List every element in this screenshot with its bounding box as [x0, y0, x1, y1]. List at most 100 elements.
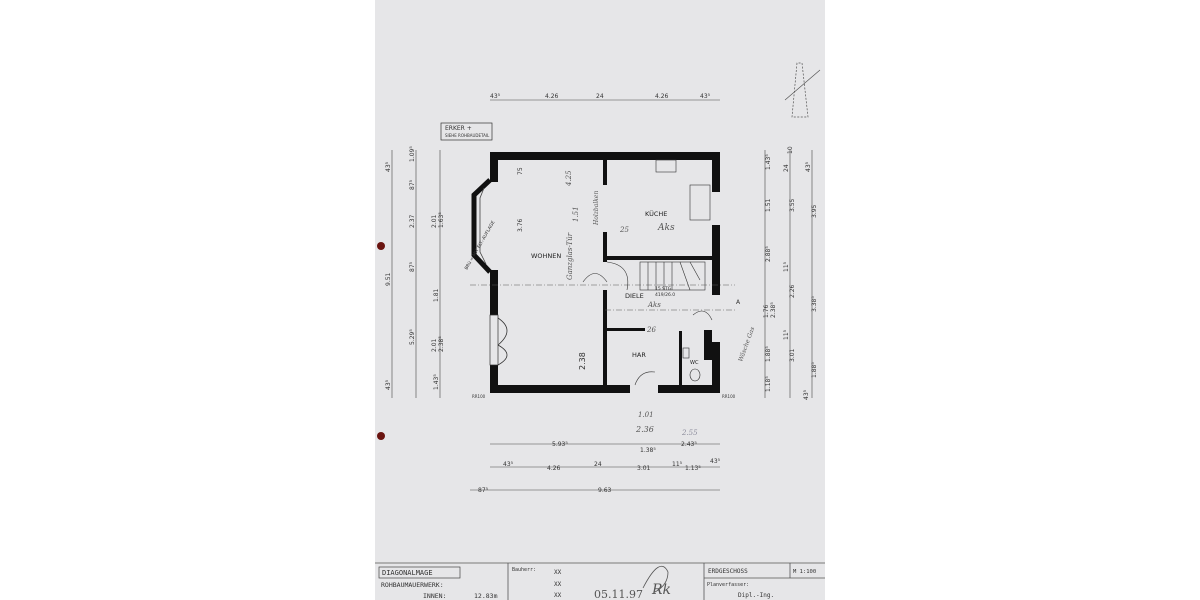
handwritten-note: 1.51 — [572, 206, 580, 222]
inner-value: 12.83m — [474, 592, 498, 600]
room-label-har: HAR — [632, 351, 646, 359]
kitchen-unit — [655, 159, 677, 173]
dimension-label: 43⁵ — [490, 93, 501, 100]
room-label-wc: WC — [690, 360, 699, 366]
dimension-label: 2.38 — [578, 352, 587, 370]
door-swing — [606, 261, 629, 291]
staircase — [639, 261, 706, 291]
dimension-label: 1.18⁵ — [765, 376, 772, 392]
dimension-label: 3.01 — [637, 465, 651, 472]
handwritten-note: Holzbalken — [593, 191, 600, 226]
handwritten-dim: 2.36 — [635, 425, 654, 434]
binder-hole — [377, 432, 385, 440]
dimension-label: 43⁵ — [503, 461, 514, 468]
dimension-label: 1.88⁵ — [765, 346, 772, 362]
section-marker: A — [736, 299, 741, 306]
dimension-label: 4.26 — [547, 465, 561, 472]
dimension-label: 2.43⁵ — [681, 441, 697, 448]
dimension-label: 2.01 — [431, 338, 438, 352]
dimension-label: 3.95 — [811, 204, 818, 218]
scale: M 1:100 — [793, 569, 816, 575]
dimension-label: 10 — [787, 146, 794, 154]
room-label-diele: DIELE — [625, 292, 644, 300]
dimension-label: 1.43⁵ — [765, 154, 772, 170]
planner-label: Planverfasser: — [707, 582, 749, 588]
dimension-label: 5.93⁵ — [552, 441, 568, 448]
dimension-label: 4.26 — [655, 93, 669, 100]
door-swing — [634, 371, 656, 386]
dimension-label: 11⁵ — [783, 329, 790, 340]
north-arrow-icon — [784, 62, 821, 118]
toilet-icon — [689, 368, 701, 382]
dimension-label: 2.37 — [409, 214, 416, 228]
client-label: Bauherr: — [512, 567, 536, 573]
dimension-label: 1.76 — [763, 304, 770, 318]
signature-stroke — [642, 565, 669, 593]
dimension-label: 43⁵ — [805, 161, 812, 172]
dimension-label: 87⁵ — [409, 179, 416, 190]
dimension-label: 2.26 — [789, 284, 796, 298]
project-name: DIAGONALMAGE — [382, 569, 433, 577]
handwritten-dim: 2.55 — [681, 429, 698, 437]
signature: Rk — [651, 582, 671, 598]
dimension-label: 87⁵ — [409, 261, 416, 272]
dimension-label: 11⁵ — [672, 461, 683, 468]
stair-label: 15 STG — [655, 286, 672, 292]
handwritten-note: Aks — [647, 301, 661, 309]
dimension-label: 43⁵ — [700, 93, 711, 100]
dimension-label: 5.29⁵ — [409, 329, 416, 345]
handwritten-dim: 1.01 — [638, 411, 654, 419]
sink-icon — [682, 347, 690, 359]
dimensions-right: 1.43⁵ 1.51 2.88⁵ 1.76 2.38⁵ 1.88⁵ 1.18⁵ … — [763, 146, 818, 400]
dimension-label: 1.63⁵ — [438, 212, 445, 228]
dimension-label: 43⁵ — [710, 458, 721, 465]
dimension-label: 1.38⁵ — [640, 447, 656, 454]
client-line: XX — [554, 581, 562, 588]
dimension-label: 3.76 — [517, 218, 524, 232]
dimension-label: 2.01 — [431, 214, 438, 228]
walls — [471, 152, 720, 393]
stair-label: 419/26.0 — [655, 292, 675, 298]
dimensions-left: 43⁵ 9.51 43⁵ 1.09⁵ 87⁵ 2.37 87⁵ 5.29⁵ 2.… — [385, 146, 587, 390]
dimension-label: 9.51 — [385, 272, 392, 286]
kitchen-counter — [689, 184, 711, 221]
room-label-kueche: KÜCHE — [645, 209, 667, 218]
dimension-label: 1.09⁵ — [409, 146, 416, 162]
dimension-label: 2.38⁵ — [438, 336, 445, 352]
dimension-label: 3.38⁵ — [811, 296, 818, 312]
dimension-label: 75 — [517, 167, 524, 175]
dimension-label: 43⁵ — [803, 389, 810, 400]
dimension-label: 24 — [594, 461, 602, 468]
handwritten-note: 25 — [619, 226, 629, 234]
title-block: DIAGONALMAGE ROHBAUMAUERWERK: INNEN: 12.… — [375, 562, 825, 600]
client-line: XX — [554, 569, 562, 576]
level-marker: RR100 — [472, 394, 486, 399]
dimension-label: 24 — [783, 164, 790, 172]
handwritten-note: 4.25 — [565, 170, 573, 187]
handwritten-note: Wäsche Gas — [737, 326, 756, 363]
dimensions-bottom: 5.93⁵ 1.38⁵ 2.43⁵ 43⁵ 4.26 24 3.01 11⁵ 1… — [478, 441, 721, 494]
note-box-line: SIEHE ROHBAUDETAIL — [445, 133, 490, 138]
note-box — [440, 122, 493, 141]
dimension-label: 1.13⁵ — [685, 465, 701, 472]
dimensions-top: 43⁵ 4.26 24 4.26 43⁵ — [490, 93, 711, 100]
dimension-label: 87⁵ — [478, 487, 489, 494]
dimension-label: 11⁵ — [783, 261, 790, 272]
handwritten-note: Aks — [657, 223, 675, 233]
note-box-line: ERKER + — [445, 125, 472, 132]
binder-hole — [377, 242, 385, 250]
handwritten-date: 05.11.97 — [594, 588, 643, 600]
dimension-label: 2.38⁵ — [770, 302, 777, 318]
dimension-label: 4.26 — [545, 93, 559, 100]
dimension-label: 3.01 — [789, 348, 796, 362]
floor-name: ERDGESCHOSS — [708, 568, 748, 575]
door-swing — [582, 273, 608, 283]
dimension-label: 9.63 — [598, 487, 612, 494]
dimension-label: 1.51 — [765, 198, 772, 212]
masonry-label: ROHBAUMAUERWERK: — [381, 581, 444, 589]
dimension-label: 1.81 — [433, 288, 440, 302]
room-label-wohnen: WOHNEN — [531, 252, 561, 260]
dimension-label: 43⁵ — [385, 379, 392, 390]
dimension-label: 24 — [596, 93, 604, 100]
